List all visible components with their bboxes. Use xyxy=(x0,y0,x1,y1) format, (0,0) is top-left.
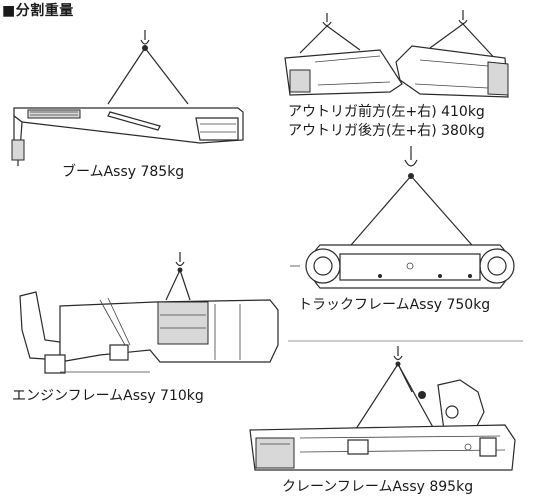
track-frame-label: トラックフレームAssy 750kg xyxy=(298,297,491,313)
engine-frame-label: エンジンフレームAssy 710kg xyxy=(12,388,204,404)
crane-hook-icon xyxy=(393,346,403,367)
section-title: ■分割重量 xyxy=(2,3,74,19)
boom-assy-label: ブームAssy 785kg xyxy=(62,164,185,180)
outrigger-rear-label: アウトリガ後方(左+右) 380kg xyxy=(288,123,485,139)
outrigger-front-label: アウトリガ前方(左+右) 410kg xyxy=(288,104,485,120)
crane-frame-label: クレーンフレームAssy 895kg xyxy=(282,479,474,495)
outrigger-front-hook-icon xyxy=(322,13,332,27)
outrigger-rear-hook-icon xyxy=(458,10,468,25)
